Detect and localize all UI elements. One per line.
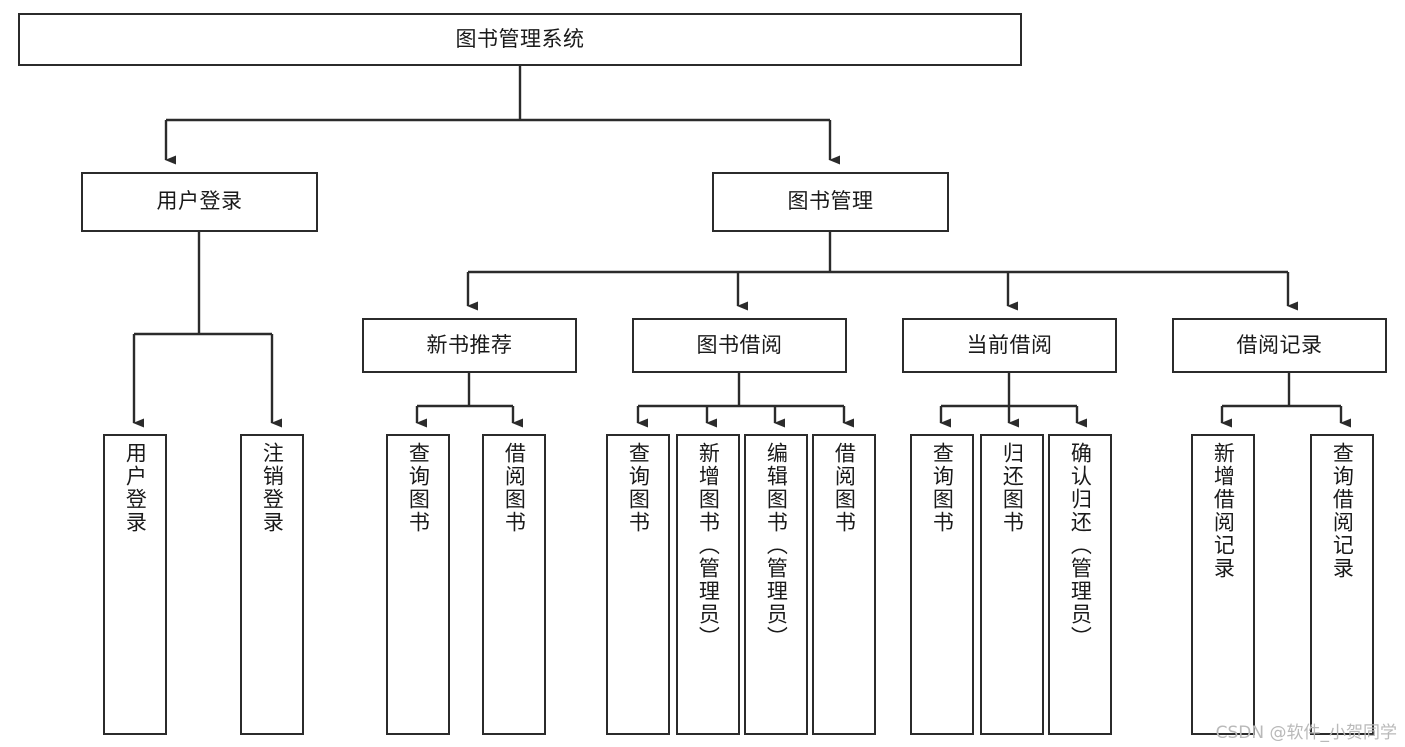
leaf-add-book[interactable]: 新增图书（管理员） xyxy=(676,434,740,735)
leaf-query-book-3[interactable]: 查询图书 xyxy=(910,434,974,735)
node-new-book-recommend[interactable]: 新书推荐 xyxy=(362,318,577,373)
leaf-confirm-return[interactable]: 确认归还（管理员） xyxy=(1048,434,1112,735)
leaf-return-book-label: 归还图书 xyxy=(1000,442,1025,534)
leaf-user-login-label: 用户登录 xyxy=(123,442,148,534)
node-book-manage-label: 图书管理 xyxy=(787,189,874,214)
node-root-label: 图书管理系统 xyxy=(455,26,585,51)
node-user-login-label: 用户登录 xyxy=(156,189,243,214)
leaf-query-book-2-label: 查询图书 xyxy=(626,442,651,534)
leaf-query-book-1[interactable]: 查询图书 xyxy=(386,434,450,735)
node-book-borrow[interactable]: 图书借阅 xyxy=(632,318,847,373)
node-borrow-record[interactable]: 借阅记录 xyxy=(1172,318,1387,373)
node-user-login[interactable]: 用户登录 xyxy=(81,172,318,232)
node-book-borrow-label: 图书借阅 xyxy=(696,332,783,357)
leaf-return-book[interactable]: 归还图书 xyxy=(980,434,1044,735)
leaf-add-book-label: 新增图书（管理员） xyxy=(696,442,721,649)
leaf-edit-book[interactable]: 编辑图书（管理员） xyxy=(744,434,808,735)
leaf-add-record[interactable]: 新增借阅记录 xyxy=(1191,434,1255,735)
node-current-borrow[interactable]: 当前借阅 xyxy=(902,318,1117,373)
leaf-logout-login[interactable]: 注销登录 xyxy=(240,434,304,735)
leaf-query-record[interactable]: 查询借阅记录 xyxy=(1310,434,1374,735)
leaf-borrow-book-1[interactable]: 借阅图书 xyxy=(482,434,546,735)
leaf-query-book-2[interactable]: 查询图书 xyxy=(606,434,670,735)
leaf-user-login[interactable]: 用户登录 xyxy=(103,434,167,735)
node-current-borrow-label: 当前借阅 xyxy=(966,332,1053,357)
leaf-borrow-book-1-label: 借阅图书 xyxy=(502,442,527,534)
leaf-borrow-book-2-label: 借阅图书 xyxy=(832,442,857,534)
node-book-manage[interactable]: 图书管理 xyxy=(712,172,949,232)
leaf-query-book-1-label: 查询图书 xyxy=(406,442,431,534)
leaf-query-record-label: 查询借阅记录 xyxy=(1330,442,1355,580)
watermark-text: CSDN @软件_小贺同学 xyxy=(1215,723,1397,743)
node-root[interactable]: 图书管理系统 xyxy=(18,13,1022,66)
leaf-logout-login-label: 注销登录 xyxy=(260,442,285,534)
leaf-edit-book-label: 编辑图书（管理员） xyxy=(764,442,789,649)
node-borrow-record-label: 借阅记录 xyxy=(1236,332,1323,357)
node-new-book-recommend-label: 新书推荐 xyxy=(426,332,513,357)
leaf-query-book-3-label: 查询图书 xyxy=(930,442,955,534)
leaf-confirm-return-label: 确认归还（管理员） xyxy=(1068,442,1093,649)
leaf-borrow-book-2[interactable]: 借阅图书 xyxy=(812,434,876,735)
leaf-add-record-label: 新增借阅记录 xyxy=(1211,442,1236,580)
